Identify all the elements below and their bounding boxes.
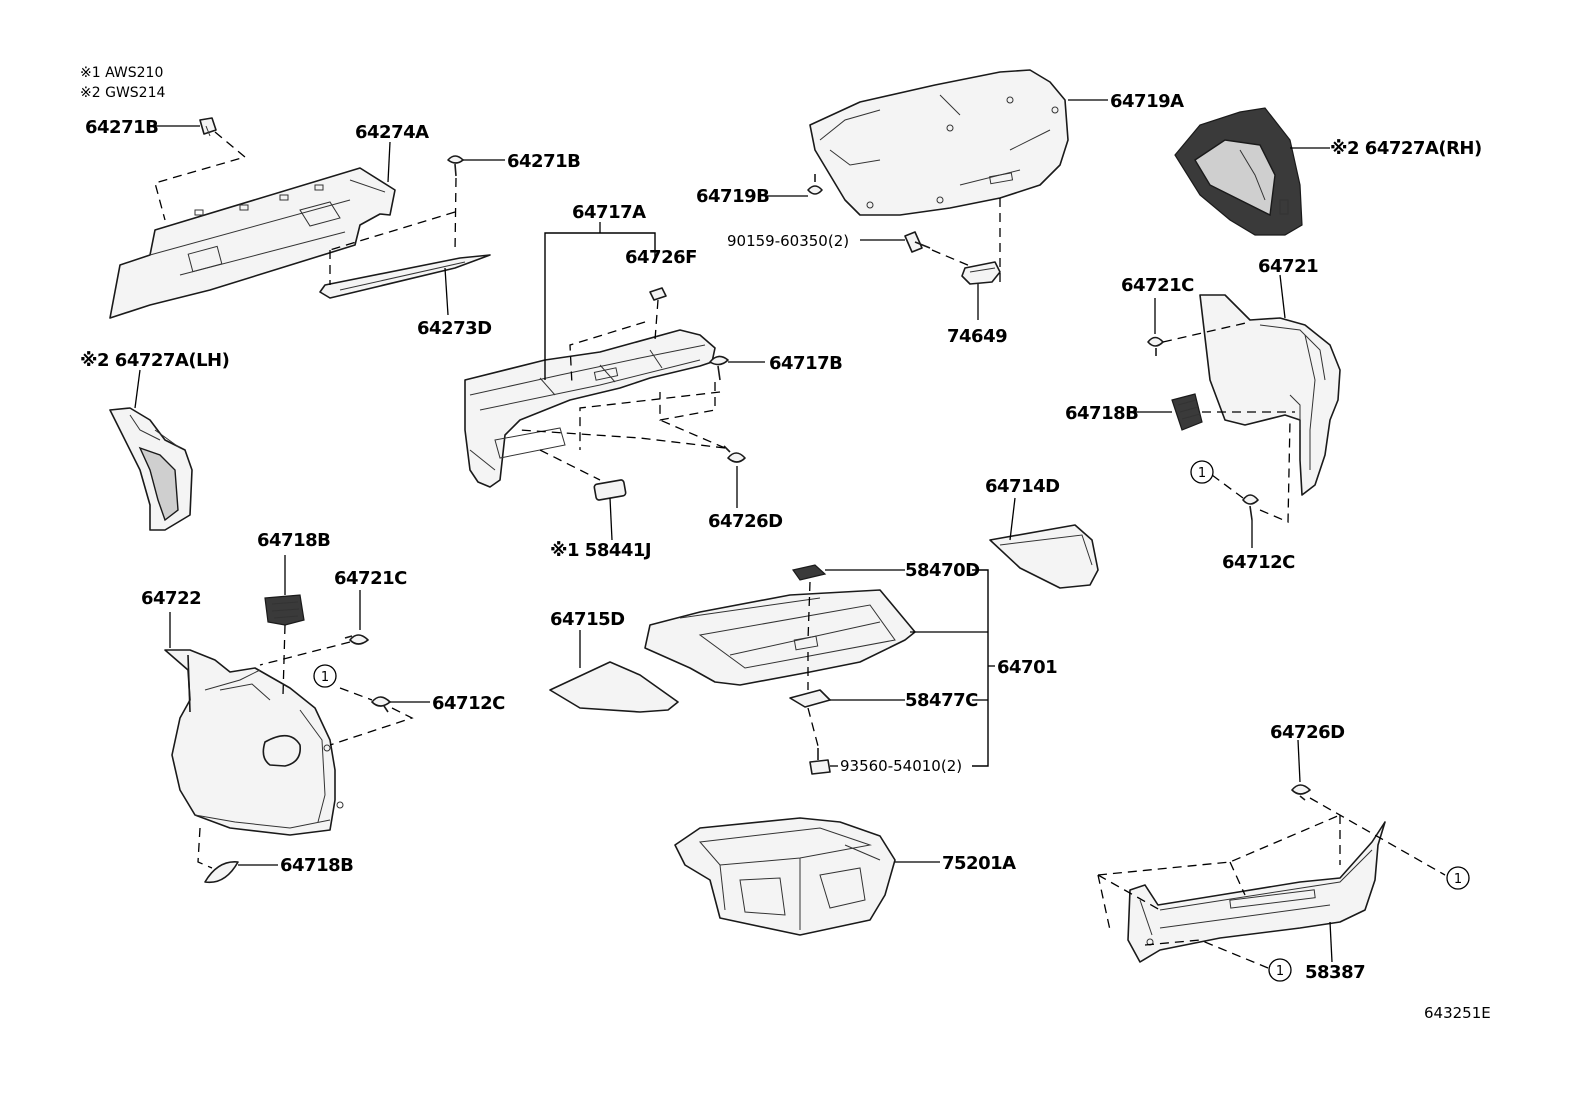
label-64271B-a: 64271B: [85, 117, 158, 138]
label-64701: 64701: [997, 657, 1057, 678]
grille-64718B-a[interactable]: [1171, 393, 1203, 431]
label-64715D: 64715D: [550, 609, 625, 630]
part-64701[interactable]: [644, 589, 916, 686]
note-1: ※1 AWS210: [80, 65, 163, 81]
label-64718B-a: 64718B: [1065, 403, 1138, 424]
legend-notes: ※1 AWS210 ※2 GWS214: [80, 65, 165, 101]
label-64718B-c: 64718B: [280, 855, 353, 876]
label-64273D: 64273D: [417, 318, 492, 339]
label-64726D-a: 64726D: [708, 511, 783, 532]
screw-90159-60350[interactable]: [904, 231, 931, 253]
label-58477C: 58477C: [905, 690, 978, 711]
label-64714D: 64714D: [985, 476, 1060, 497]
ref-mark-1-a-text: 1: [1198, 466, 1206, 481]
bolt-93560-54010[interactable]: [809, 748, 831, 775]
label-64271B-b: 64271B: [507, 151, 580, 172]
part-74649[interactable]: [961, 261, 1001, 285]
part-64714D[interactable]: [989, 524, 1099, 589]
part-64274A[interactable]: [109, 167, 396, 319]
label-58387: 58387: [1305, 962, 1365, 983]
label-64712C-a: 64712C: [1222, 552, 1295, 573]
clip-64271B-b[interactable]: [447, 155, 464, 177]
part-58470D[interactable]: [791, 564, 827, 581]
ref-mark-1-d: [1268, 958, 1292, 982]
label-64719B: 64719B: [696, 186, 769, 207]
label-64717A: 64717A: [572, 202, 646, 223]
clip-64726F[interactable]: [649, 287, 667, 301]
label-74649: 74649: [947, 326, 1007, 347]
part-64721[interactable]: [1199, 294, 1341, 496]
label-64721C-b: 64721C: [334, 568, 407, 589]
part-58441J[interactable]: [593, 479, 627, 501]
label-64722: 64722: [141, 588, 201, 609]
clip-64721C-a[interactable]: [1147, 336, 1164, 357]
clip-64726D-b[interactable]: [1291, 784, 1311, 801]
grille-64718B-b[interactable]: [264, 594, 305, 626]
grommet-64718B-c[interactable]: [204, 861, 239, 884]
part-58387[interactable]: [1127, 821, 1386, 963]
label-64712C-b: 64712C: [432, 693, 505, 714]
ref-mark-1-d-text: 1: [1276, 964, 1284, 979]
label-64718B-b: 64718B: [257, 530, 330, 551]
ref-mark-1-b: [313, 664, 337, 688]
ref-mark-1-b-text: 1: [321, 670, 329, 685]
part-64719A[interactable]: [809, 69, 1069, 216]
part-64715D[interactable]: [549, 661, 679, 713]
label-75201A: 75201A: [942, 853, 1016, 874]
part-64722[interactable]: [164, 649, 344, 836]
label-64721C-a: 64721C: [1121, 275, 1194, 296]
diagram-code: 643251E: [1424, 1004, 1491, 1022]
clip-64719B[interactable]: [807, 174, 823, 195]
part-64727A-RH[interactable]: [1174, 107, 1303, 236]
part-58477C[interactable]: [789, 689, 831, 708]
part-64727A-LH[interactable]: [109, 407, 193, 531]
label-64726D-b: 64726D: [1270, 722, 1345, 743]
ref-mark-1-c-text: 1: [1454, 872, 1462, 887]
clip-64712C-b[interactable]: [371, 696, 391, 713]
clip-64726D-a[interactable]: [723, 445, 746, 463]
clip-64721C-b[interactable]: [344, 634, 369, 645]
label-64719A: 64719A: [1110, 91, 1184, 112]
label-58441J: ※1 58441J: [550, 540, 651, 561]
label-64274A: 64274A: [355, 122, 429, 143]
label-64717B: 64717B: [769, 353, 842, 374]
part-64717A[interactable]: [464, 329, 716, 488]
label-64727A-LH: ※2 64727A(LH): [80, 350, 229, 371]
clip-64271B-a[interactable]: [199, 117, 217, 137]
label-90159-60350: 90159-60350(2): [727, 232, 849, 250]
ref-mark-1-c: [1446, 866, 1470, 890]
label-58470D: 58470D: [905, 560, 980, 581]
label-93560-54010: 93560-54010(2): [840, 757, 962, 775]
label-64721: 64721: [1258, 256, 1318, 277]
clip-64717B[interactable]: [709, 355, 729, 381]
note-2: ※2 GWS214: [80, 85, 165, 101]
label-64726F: 64726F: [625, 247, 697, 268]
label-64727A-RH: ※2 64727A(RH): [1330, 138, 1482, 159]
ref-mark-1-a: [1190, 460, 1214, 484]
clip-64712C-a[interactable]: [1242, 494, 1259, 521]
part-75201A[interactable]: [674, 817, 896, 936]
part-64273D[interactable]: [319, 254, 491, 299]
